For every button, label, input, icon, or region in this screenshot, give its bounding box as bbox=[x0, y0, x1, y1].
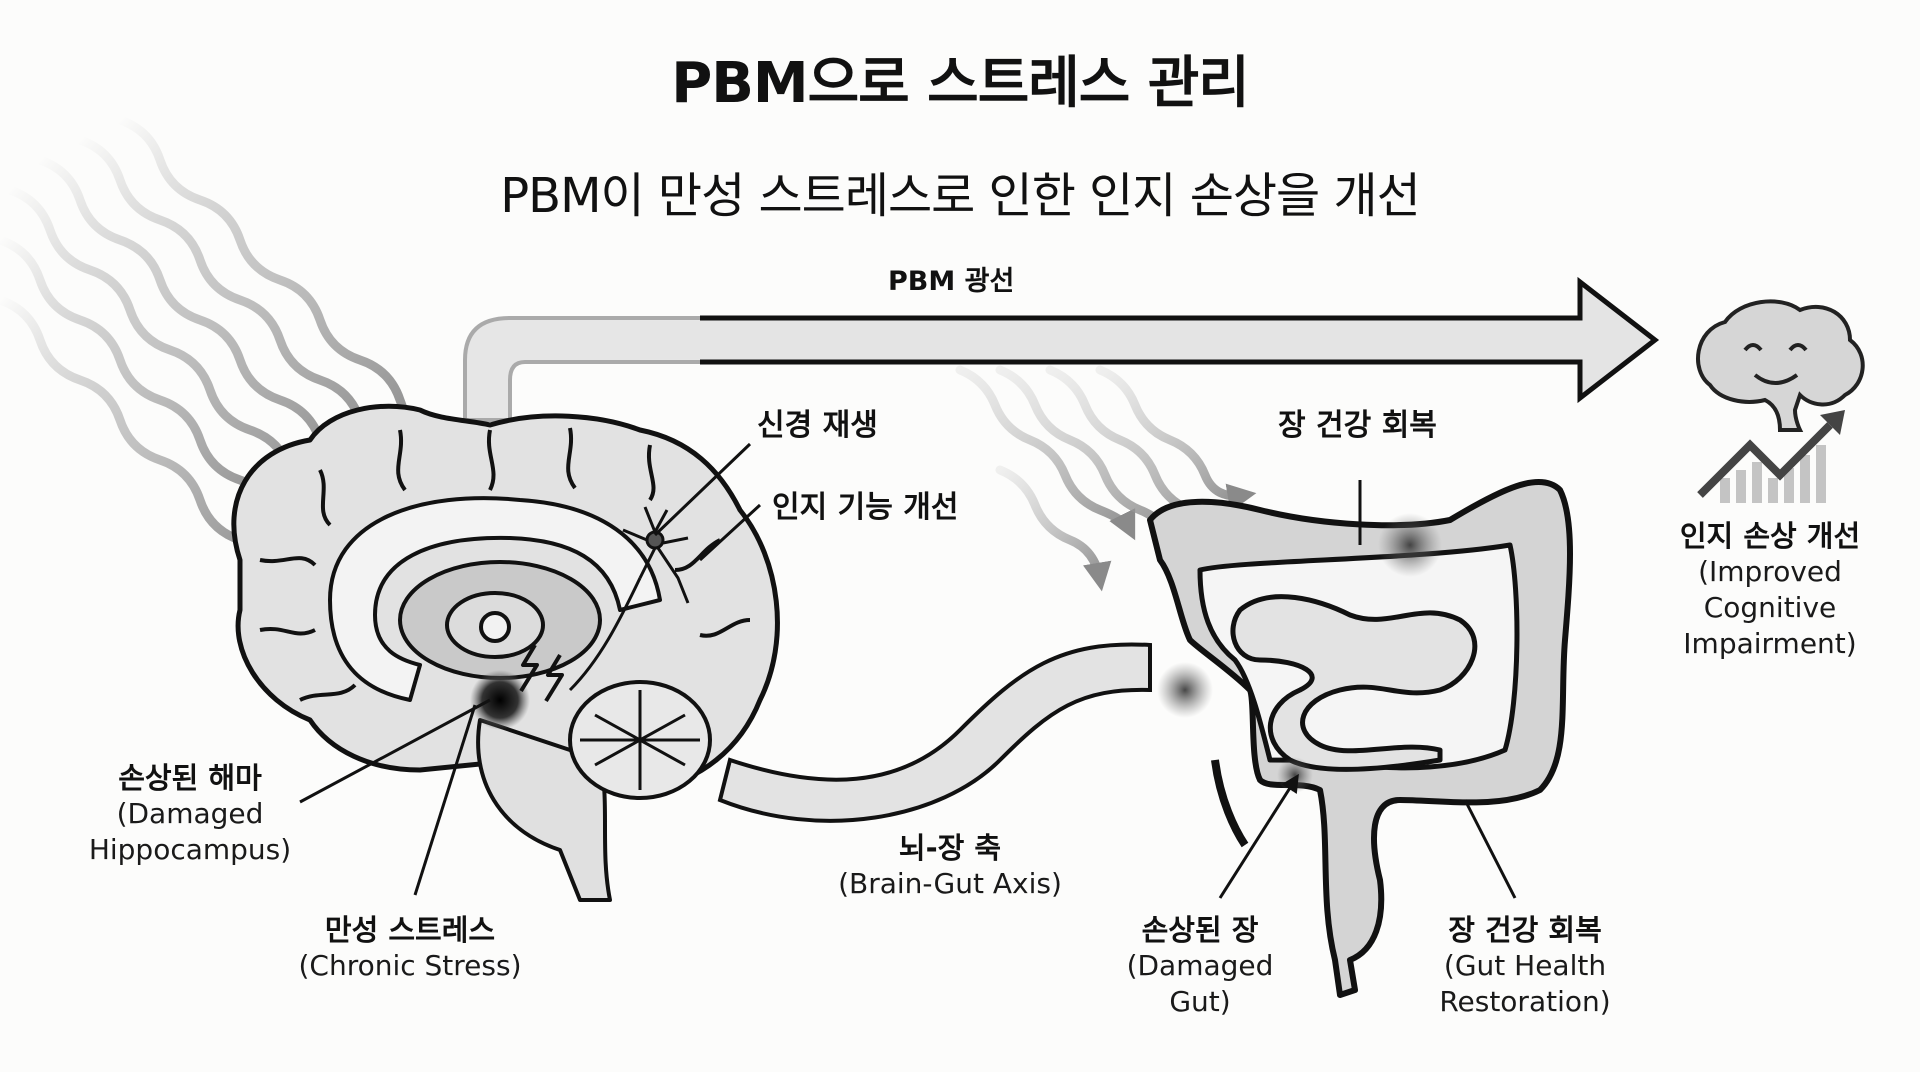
brain-gut-axis-en: (Brain-Gut Axis) bbox=[838, 867, 1062, 900]
brain-illustration bbox=[231, 403, 780, 902]
gut-recovery-en-1: (Gut Health bbox=[1443, 949, 1607, 982]
page-subtitle: PBM이 만성 스트레스로 인한 인지 손상을 개선 bbox=[500, 168, 1421, 224]
improved-cognition-en-3: Impairment) bbox=[1683, 627, 1857, 660]
pointer-lines bbox=[299, 442, 1517, 899]
gut-recovery-en-2: Restoration) bbox=[1439, 985, 1611, 1018]
trend-up-icon bbox=[1697, 410, 1845, 503]
brain-gut-axis-tube bbox=[717, 642, 1152, 823]
neural-regeneration-label: 신경 재생 bbox=[757, 408, 878, 443]
chronic-stress-label: 만성 스트레스 (Chronic Stress) bbox=[280, 912, 540, 984]
damaged-gut-en-1: (Damaged bbox=[1126, 949, 1274, 982]
gut-recovery-top-label: 장 건강 회복 bbox=[1278, 408, 1437, 443]
damaged-gut-en-2: Gut) bbox=[1169, 985, 1231, 1018]
chronic-stress-ko: 만성 스트레스 bbox=[324, 913, 496, 947]
pbm-light-arrow bbox=[463, 276, 1660, 422]
damaged-hippocampus-en-2: Hippocampus) bbox=[88, 833, 292, 866]
improved-cognition-label: 인지 손상 개선 (Improved Cognitive Impairment) bbox=[1650, 518, 1890, 662]
damaged-hippocampus-en-1: (Damaged bbox=[116, 797, 264, 830]
damaged-gut-ko: 손상된 장 bbox=[1141, 913, 1259, 947]
damaged-hippocampus-label: 손상된 해마 (Damaged Hippocampus) bbox=[60, 760, 320, 868]
gut-illustration bbox=[1147, 479, 1573, 998]
pbm-light-label: PBM 광선 bbox=[888, 266, 1015, 297]
chronic-stress-en: (Chronic Stress) bbox=[298, 949, 522, 982]
brain-gut-axis-label: 뇌-장 축 (Brain-Gut Axis) bbox=[820, 830, 1080, 902]
gut-recovery-ko: 장 건강 회복 bbox=[1448, 913, 1602, 947]
improved-cognition-ko: 인지 손상 개선 bbox=[1679, 519, 1861, 553]
page-title: PBM으로 스트레스 관리 bbox=[671, 51, 1250, 116]
improved-cognition-en-1: (Improved bbox=[1698, 555, 1842, 588]
gut-recovery-label: 장 건강 회복 (Gut Health Restoration) bbox=[1405, 912, 1645, 1020]
cognitive-improvement-label: 인지 기능 개선 bbox=[772, 490, 959, 525]
neuron-icon bbox=[568, 506, 690, 692]
happy-brain-icon bbox=[1696, 299, 1865, 432]
improved-cognition-en-2: Cognitive bbox=[1703, 591, 1837, 624]
brain-gut-axis-ko: 뇌-장 축 bbox=[898, 831, 1002, 865]
damaged-hippocampus-ko: 손상된 해마 bbox=[118, 761, 262, 795]
damaged-gut-label: 손상된 장 (Damaged Gut) bbox=[1110, 912, 1290, 1020]
